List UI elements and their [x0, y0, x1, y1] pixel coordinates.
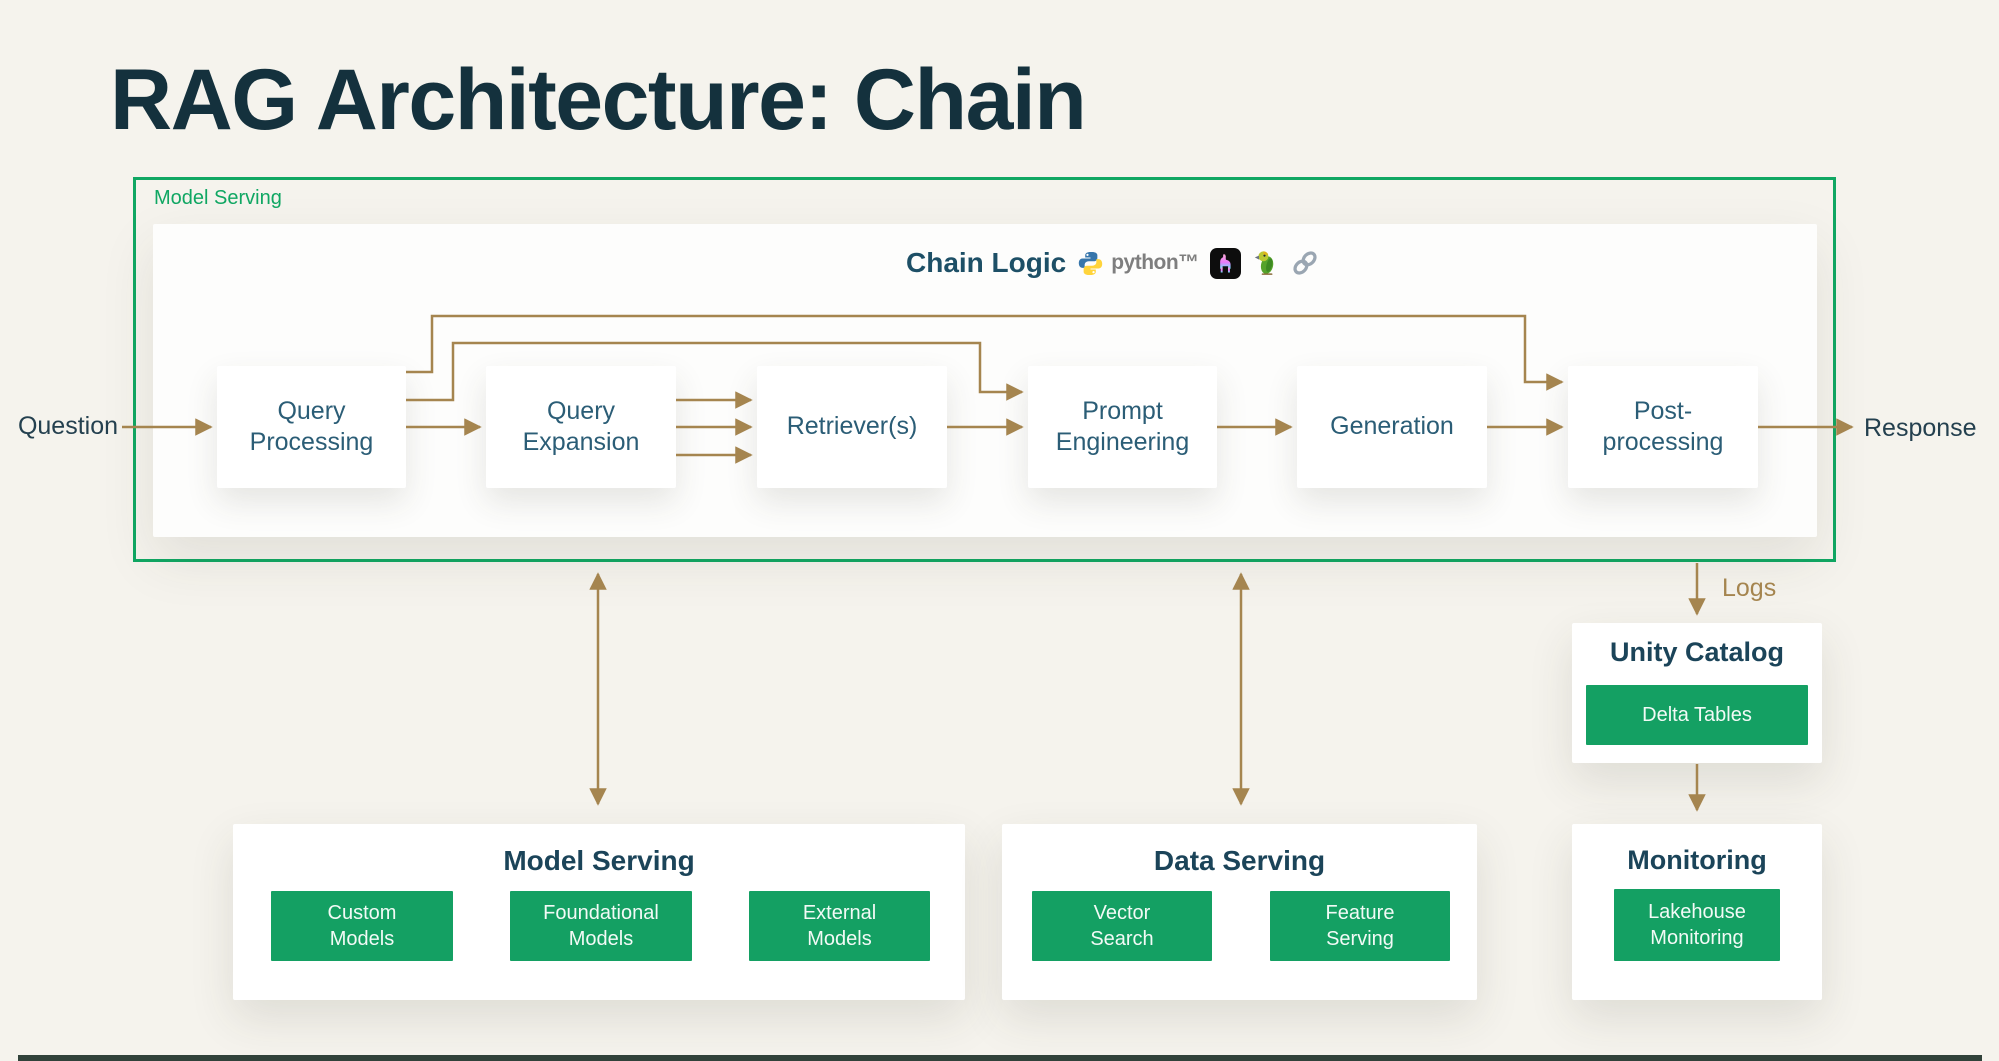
chip-delta-tables: Delta Tables [1586, 685, 1808, 745]
chip-vector-search: Vector Search [1032, 891, 1212, 961]
unity-catalog-title: Unity Catalog [1609, 637, 1784, 667]
link-emoji-icon [1293, 251, 1317, 275]
data-serving-box: Data Serving Vector Search Feature Servi… [1002, 824, 1477, 1000]
chip-custom-models: Custom Models [271, 891, 453, 961]
logs-label: Logs [1722, 574, 1777, 602]
node-label: Generation [1330, 412, 1454, 441]
unity-catalog-box: Unity Catalog Delta Tables [1572, 623, 1822, 763]
chip-foundational-models: Foundational Models [510, 891, 692, 961]
data-serving-title: Data Serving [1153, 845, 1326, 876]
model-serving-outer-label: Model Serving [154, 187, 282, 209]
response-label: Response [1864, 414, 1977, 442]
page-title: RAG Architecture: Chain [110, 52, 1087, 148]
monitoring-title: Monitoring [1627, 845, 1767, 875]
node-label: Retriever(s) [786, 412, 918, 441]
node-generation: Generation [1297, 366, 1487, 488]
node-label: Prompt Engineering [1055, 396, 1190, 456]
node-label: Post- processing [1602, 396, 1724, 456]
node-label: Query Expansion [522, 396, 640, 456]
python-wordmark: python™ [1111, 251, 1199, 274]
python-logo-icon [1079, 251, 1103, 275]
node-query-expansion: Query Expansion [486, 366, 676, 488]
model-serving-box: Model Serving Custom Models Foundational… [233, 824, 965, 1000]
parrot-emoji-icon [1254, 251, 1273, 275]
model-serving-title: Model Serving [503, 845, 695, 876]
node-prompt-engineering: Prompt Engineering [1028, 366, 1217, 488]
chip-feature-serving: Feature Serving [1270, 891, 1450, 961]
node-retrievers: Retriever(s) [757, 366, 947, 488]
chip-lakehouse-monitoring: Lakehouse Monitoring [1614, 889, 1780, 961]
bottom-edge-bar [18, 1055, 1982, 1061]
chain-logic-label: Chain Logic [906, 247, 1067, 278]
node-label: Query Processing [249, 396, 374, 456]
monitoring-box: Monitoring Lakehouse Monitoring [1572, 824, 1822, 1000]
question-label: Question [17, 412, 118, 440]
chain-logic-header: Chain Logic python™ [906, 243, 1319, 283]
node-post-processing: Post- processing [1568, 366, 1758, 488]
llamaindex-logo-icon [1209, 247, 1241, 279]
node-query-processing: Query Processing [217, 366, 406, 488]
chip-external-models: External Models [749, 891, 930, 961]
model-serving-outer-box: Model Serving [133, 177, 1836, 562]
